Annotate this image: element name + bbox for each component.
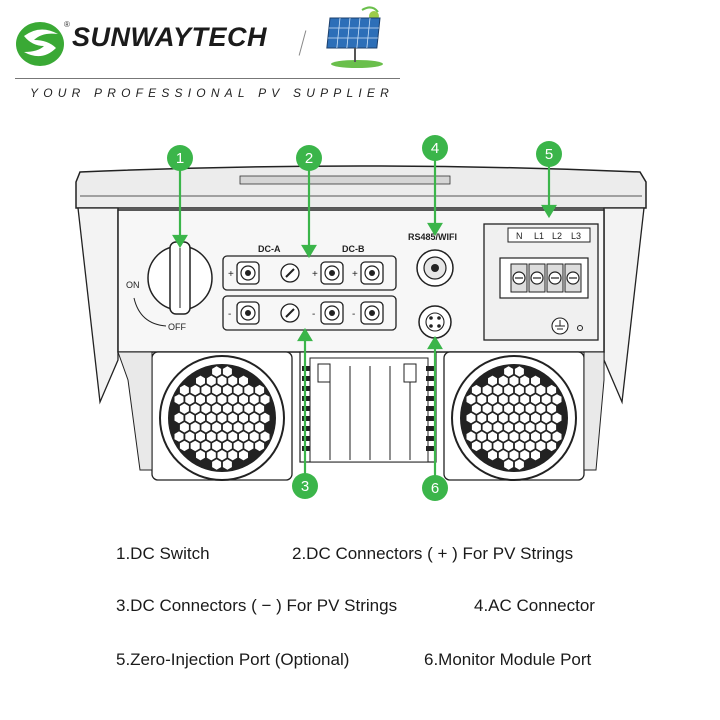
ac-l2-label: L2 [552,231,562,241]
dc-plus-connector-4 [360,261,384,285]
ac-n-label: N [516,231,523,241]
ac-terminal-3 [546,263,564,293]
dc-minus-connector-2 [280,303,300,323]
dc-plus-sign-1: + [228,269,234,280]
legend-item-4: 4.AC Connector [474,596,595,615]
legend-item-5: 5.Zero-Injection Port (Optional) [116,650,350,669]
switch-off-label: OFF [168,322,186,332]
callout-number-1: 1 [176,150,184,167]
dc-minus-sign-4: - [352,309,355,320]
dc-minus-connector-4 [360,301,384,325]
dc-plus-sign-3: + [312,269,318,280]
ac-terminal-2 [528,263,546,293]
dc-plus-connector-2 [280,263,300,283]
callout-4: 4 [422,135,448,161]
tagline: YOUR PROFESSIONAL PV SUPPLIER [30,86,394,100]
callout-number-4: 4 [431,140,439,157]
header-divider [298,30,307,56]
right-fin [603,207,645,405]
ac-l3-label: L3 [571,231,581,241]
legend: 1.DC Switch 2.DC Connectors ( + ) For PV… [0,520,720,720]
monitor-port [418,305,452,339]
fan-grille-right [443,351,585,481]
dc-minus-connector-3 [320,301,344,325]
housing-top [75,165,647,209]
callout-1: 1 [167,145,193,171]
left-fin [77,207,119,405]
brand-logo-icon [16,22,64,66]
ac-terminal-4 [564,263,582,293]
dc-a-label: DC-A [258,244,281,254]
dc-b-label: DC-B [342,244,365,254]
fan-grille-icon [151,351,293,481]
brand-name: SUNWAYTECH [72,22,268,52]
dc-minus-connector-1 [236,301,260,325]
rs485-wifi-port [416,249,454,287]
ac-terminals [510,263,582,293]
callout-number-6: 6 [431,480,439,497]
dc-plus-sign-4: + [352,269,358,280]
comm-port-label: RS485/WIFI [408,232,457,242]
callout-6: 6 [422,475,448,501]
legend-item-3: 3.DC Connectors ( − ) For PV Strings [116,596,398,615]
dc-minus-connectors: --- [228,301,384,325]
registered-mark: ® [64,20,70,29]
switch-on-label: ON [126,280,140,290]
callout-badges: 1 2 3 4 5 6 [167,135,562,501]
callout-leaders [172,160,557,476]
dc-minus-sign-3: - [312,309,315,320]
inverter-diagram: ON OFF DC-A DC-B + + + - - - RS485/WIFI N L1… [0,130,720,510]
callout-number-3: 3 [301,478,309,495]
callout-number-2: 2 [305,150,313,167]
dc-plus-connector-1 [236,261,260,285]
legend-item-2: 2.DC Connectors ( + ) For PV Strings [292,544,574,563]
dc-plus-connectors: + + + [228,261,384,285]
callout-3: 3 [292,473,318,499]
header: ® SUNWAYTECH YOUR PROFESSIONAL PV SUPPLI… [0,0,720,110]
dc-switch [147,241,213,315]
inverter-drawing: ON OFF DC-A DC-B + + + - - - RS485/WIFI N L1… [75,135,647,501]
callout-2: 2 [296,145,322,171]
dc-plus-connector-3 [320,261,344,285]
header-rule [15,78,400,79]
callout-number-5: 5 [545,146,553,163]
ac-l1-label: L1 [534,231,544,241]
ac-terminal-1 [510,263,528,293]
dc-minus-sign-1: - [228,309,231,320]
heat-sink [299,351,437,463]
legend-item-6: 6.Monitor Module Port [424,650,592,669]
ground-symbol-icon [551,317,583,335]
callout-5: 5 [536,141,562,167]
dc-minus-frame [222,295,397,331]
legend-item-1: 1.DC Switch [116,544,210,563]
solar-panel-icon [326,6,383,68]
